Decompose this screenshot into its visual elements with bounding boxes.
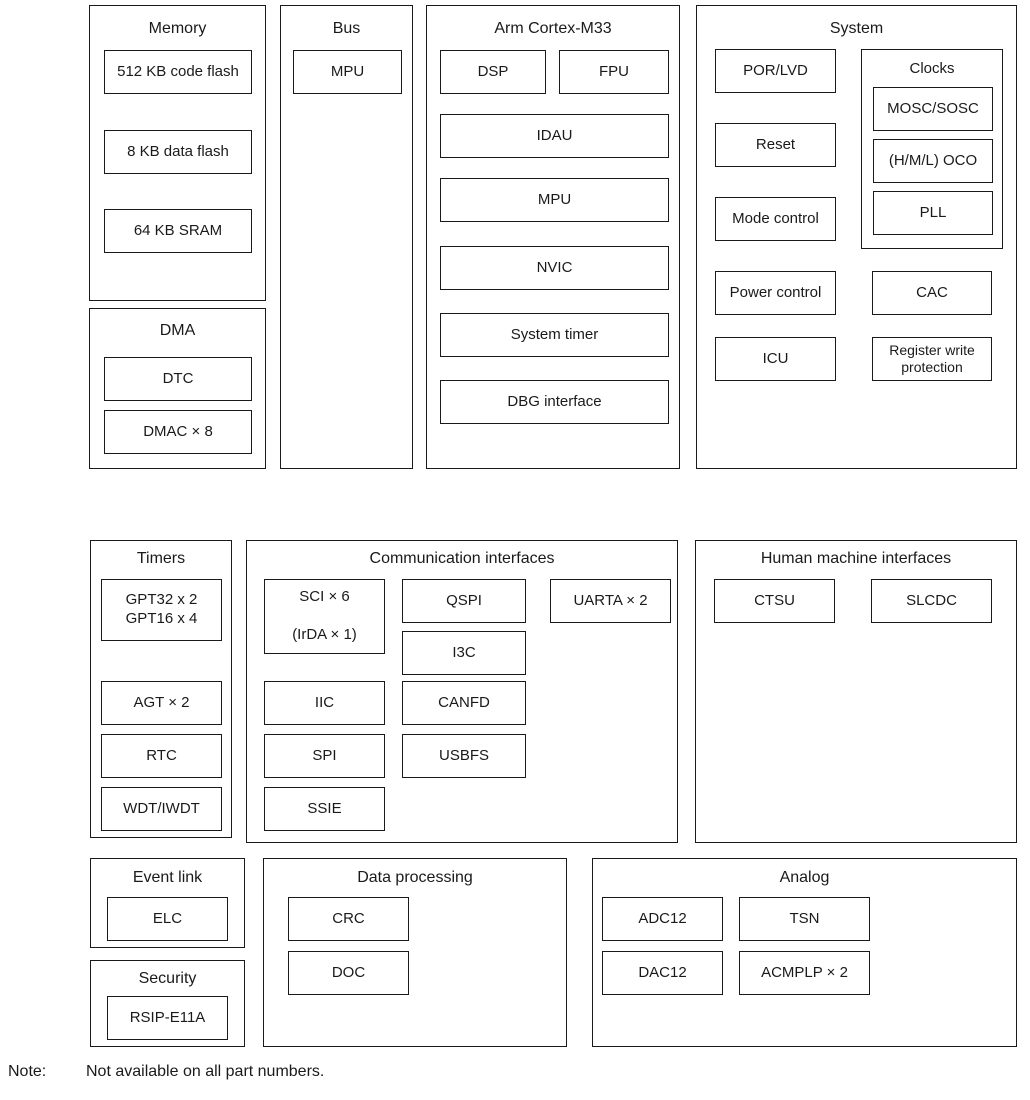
block-ssie: SSIE (264, 787, 385, 831)
block-dsp: DSP (440, 50, 546, 94)
block-system-timer: System timer (440, 313, 669, 357)
group-dma-title: DMA (159, 322, 196, 339)
block-bus-mpu: MPU (293, 50, 402, 94)
block-elc: ELC (107, 897, 228, 941)
block-rtc: RTC (101, 734, 222, 778)
block-spi: SPI (264, 734, 385, 778)
group-security-title: Security (138, 970, 197, 987)
block-cac: CAC (872, 271, 992, 315)
group-memory-title: Memory (148, 20, 207, 37)
block-crc: CRC (288, 897, 409, 941)
block-pll: PLL (873, 191, 993, 235)
group-memory: Memory 512 KB code flash 8 KB data flash… (89, 5, 266, 301)
group-system: System POR/LVD Reset Mode control Power … (696, 5, 1017, 469)
group-bus-title: Bus (332, 20, 361, 37)
block-wdt: WDT/IWDT (101, 787, 222, 831)
block-acmplp: ACMPLP × 2 (739, 951, 870, 995)
group-analog: Analog ADC12 TSN DAC12 ACMPLP × 2 (592, 858, 1017, 1047)
group-analog-title: Analog (779, 869, 830, 886)
block-por-lvd: POR/LVD (715, 49, 836, 93)
block-cpu-mpu: MPU (440, 178, 669, 222)
block-fpu: FPU (559, 50, 669, 94)
block-iic: IIC (264, 681, 385, 725)
block-adc12: ADC12 (602, 897, 723, 941)
block-dbg-interface: DBG interface (440, 380, 669, 424)
block-usbfs: USBFS (402, 734, 526, 778)
note-label: Note: (8, 1063, 47, 1080)
group-timers-title: Timers (136, 550, 186, 567)
block-data-flash: 8 KB data flash (104, 130, 252, 174)
block-rsip: RSIP-E11A (107, 996, 228, 1040)
block-uarta: UARTA × 2 (550, 579, 671, 623)
group-cortex-m33: Arm Cortex-M33 DSP FPU IDAU MPU NVIC Sys… (426, 5, 680, 469)
note-text: Not available on all part numbers. (86, 1063, 325, 1080)
block-reset: Reset (715, 123, 836, 167)
block-gpt: GPT32 x 2 GPT16 x 4 (101, 579, 222, 641)
group-system-title: System (829, 20, 884, 37)
group-communication-title: Communication interfaces (369, 550, 555, 567)
block-idau: IDAU (440, 114, 669, 158)
group-cortex-m33-title: Arm Cortex-M33 (494, 20, 612, 37)
block-sci: SCI × 6 (IrDA × 1) (264, 579, 385, 654)
footer-note: Note: Not available on all part numbers. (8, 1063, 324, 1081)
block-icu: ICU (715, 337, 836, 381)
block-tsn: TSN (739, 897, 870, 941)
block-dac12: DAC12 (602, 951, 723, 995)
group-event-link: Event link ELC (90, 858, 245, 948)
group-dma: DMA DTC DMAC × 8 (89, 308, 266, 469)
block-canfd: CANFD (402, 681, 526, 725)
block-nvic: NVIC (440, 246, 669, 290)
block-i3c: I3C (402, 631, 526, 675)
block-ctsu: CTSU (714, 579, 835, 623)
group-human-machine-interfaces: Human machine interfaces CTSU SLCDC (695, 540, 1017, 843)
block-register-write-protection: Register write protection (872, 337, 992, 381)
subgroup-clocks: Clocks MOSC/SOSC (H/M/L) OCO PLL (861, 49, 1003, 249)
block-mode-control: Mode control (715, 197, 836, 241)
block-oco: (H/M/L) OCO (873, 139, 993, 183)
block-dtc: DTC (104, 357, 252, 401)
group-data-processing-title: Data processing (357, 869, 473, 886)
block-agt: AGT × 2 (101, 681, 222, 725)
group-hmi-title: Human machine interfaces (760, 550, 952, 567)
group-event-link-title: Event link (132, 869, 203, 886)
block-slcdc: SLCDC (871, 579, 992, 623)
group-timers: Timers GPT32 x 2 GPT16 x 4 AGT × 2 RTC W… (90, 540, 232, 838)
subgroup-clocks-title: Clocks (909, 60, 955, 77)
group-data-processing: Data processing CRC DOC (263, 858, 567, 1047)
block-sram: 64 KB SRAM (104, 209, 252, 253)
group-communication-interfaces: Communication interfaces SCI × 6 (IrDA ×… (246, 540, 678, 843)
group-security: Security RSIP-E11A (90, 960, 245, 1047)
block-power-control: Power control (715, 271, 836, 315)
block-doc: DOC (288, 951, 409, 995)
block-mosc-sosc: MOSC/SOSC (873, 87, 993, 131)
block-dmac: DMAC × 8 (104, 410, 252, 454)
group-bus: Bus MPU (280, 5, 413, 469)
block-qspi: QSPI (402, 579, 526, 623)
block-code-flash: 512 KB code flash (104, 50, 252, 94)
